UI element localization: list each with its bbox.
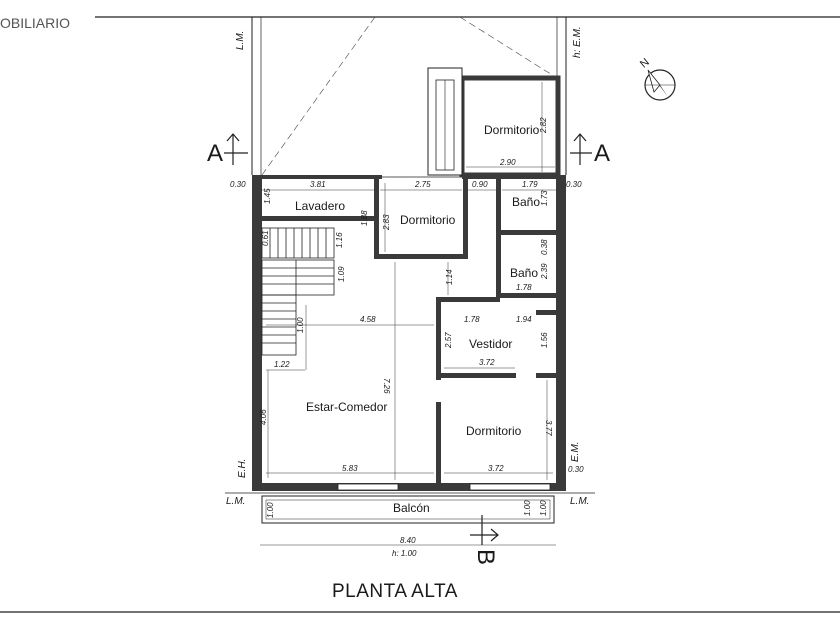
dim-text: 1.78 bbox=[516, 283, 532, 292]
label-em-right: E.M. bbox=[570, 441, 581, 462]
brand-text: OBILIARIO bbox=[0, 15, 70, 31]
window-bottom-left bbox=[337, 483, 399, 491]
room-lavadero: Lavadero bbox=[295, 199, 345, 213]
room-balcon: Balcón bbox=[393, 501, 430, 515]
section-label-a-left: A bbox=[207, 140, 223, 167]
dim-text: 1.73 bbox=[540, 190, 549, 206]
section-label-b: B bbox=[472, 549, 499, 565]
north-label: N bbox=[638, 56, 652, 70]
wall-vestidor-bottom bbox=[436, 373, 516, 378]
dim-text: 1.00 bbox=[296, 317, 305, 333]
dim-text: 0.30 bbox=[568, 465, 584, 474]
dim-text: 5.83 bbox=[342, 464, 358, 473]
wall-vestidor-top bbox=[436, 297, 500, 302]
plan-title: PLANTA ALTA bbox=[332, 581, 458, 602]
roof-slope-line bbox=[261, 16, 376, 176]
dim-text: 1.00 bbox=[539, 500, 548, 516]
room-dormitorio-mid: Dormitorio bbox=[400, 213, 456, 227]
wall-lavadero-bottom bbox=[262, 216, 374, 221]
dim-text: 2.83 bbox=[382, 214, 391, 231]
room-dormitorio-top: Dormitorio bbox=[484, 123, 540, 137]
north-arrow-icon bbox=[644, 69, 676, 101]
dim-text: 1.56 bbox=[540, 332, 549, 348]
wall-top-left bbox=[252, 175, 382, 179]
dim-text: 3.81 bbox=[310, 180, 326, 189]
balcony-railing bbox=[265, 499, 551, 520]
window-bottom-right bbox=[469, 483, 551, 491]
room-bano-1: Baño bbox=[512, 195, 540, 209]
dim-text: 1.00 bbox=[266, 502, 275, 518]
wall-dorm-left bbox=[374, 179, 379, 259]
room-estar-comedor: Estar-Comedor bbox=[306, 400, 387, 414]
dim-text: 1.14 bbox=[445, 269, 454, 285]
wall-dorm-bottom bbox=[374, 254, 468, 259]
wall-dorm-bottom-left bbox=[436, 402, 441, 483]
room-bano-2: Baño bbox=[510, 266, 538, 280]
wall-bath2-bottom bbox=[496, 293, 556, 298]
roof-slope-line bbox=[459, 16, 558, 79]
dim-text: 0.61 bbox=[261, 230, 270, 246]
dim-text: 1.88 bbox=[360, 210, 369, 226]
dim-text: 7.26 bbox=[382, 378, 391, 394]
section-label-a-right: A bbox=[594, 140, 610, 167]
balcony-outline bbox=[261, 495, 555, 524]
dim-text: 0.30 bbox=[230, 180, 246, 189]
section-marker-a-left bbox=[224, 133, 248, 165]
dim-text: 1.79 bbox=[522, 180, 538, 189]
dim-text: 2.90 bbox=[499, 158, 516, 167]
wall-vestidor-top-right bbox=[536, 310, 556, 315]
wall-dorm-right bbox=[463, 179, 468, 259]
wall-right bbox=[556, 175, 566, 491]
dim-text: 1.78 bbox=[464, 315, 480, 324]
dim-text: 8.40 bbox=[400, 536, 416, 545]
label-eh-left: E.H. bbox=[237, 459, 248, 478]
dim-text: 1.94 bbox=[516, 315, 532, 324]
dim-text: 4.06 bbox=[259, 409, 268, 425]
wall-bath-left bbox=[496, 179, 501, 297]
dim-text: 2.57 bbox=[444, 332, 453, 349]
dim-text: 1.22 bbox=[274, 360, 290, 369]
room-vestidor: Vestidor bbox=[469, 337, 512, 351]
label-lm-top-left: L.M. bbox=[235, 31, 246, 50]
dim-text: 3.72 bbox=[479, 358, 495, 367]
dim-text: 1.16 bbox=[335, 232, 344, 248]
label-he-top-right: h: E.M. bbox=[572, 26, 583, 58]
label-lm-bottom-left: L.M. bbox=[226, 496, 245, 507]
dim-text: 3.72 bbox=[488, 464, 504, 473]
dim-text: 0.38 bbox=[540, 239, 549, 255]
wall-left bbox=[252, 175, 262, 491]
dim-text: 2.75 bbox=[414, 180, 431, 189]
wall-bath1-bottom bbox=[496, 230, 556, 235]
dim-text: 0.90 bbox=[472, 180, 488, 189]
dim-text: 1.45 bbox=[263, 188, 272, 204]
label-h-bottom: h: 1.00 bbox=[392, 549, 417, 558]
wall-bottom bbox=[252, 483, 566, 491]
wall-vestidor-left bbox=[436, 297, 441, 380]
dim-text: 4.58 bbox=[360, 315, 376, 324]
dim-text: 2.39 bbox=[540, 263, 549, 280]
staircase bbox=[261, 227, 335, 356]
room-dormitorio-bottom: Dormitorio bbox=[466, 424, 522, 438]
dim-text: 0.30 bbox=[566, 180, 582, 189]
dim-text: 3.77 bbox=[544, 420, 553, 436]
dim-text: 1.09 bbox=[337, 266, 346, 282]
dimension-lines bbox=[260, 82, 556, 546]
wall-vestidor-bottom-right bbox=[536, 373, 556, 378]
section-marker-b bbox=[470, 515, 499, 545]
dim-text: 1.00 bbox=[523, 500, 532, 516]
label-lm-bottom-right: L.M. bbox=[570, 496, 589, 507]
dim-text: 2.82 bbox=[539, 117, 548, 134]
section-marker-a-right bbox=[570, 133, 592, 165]
